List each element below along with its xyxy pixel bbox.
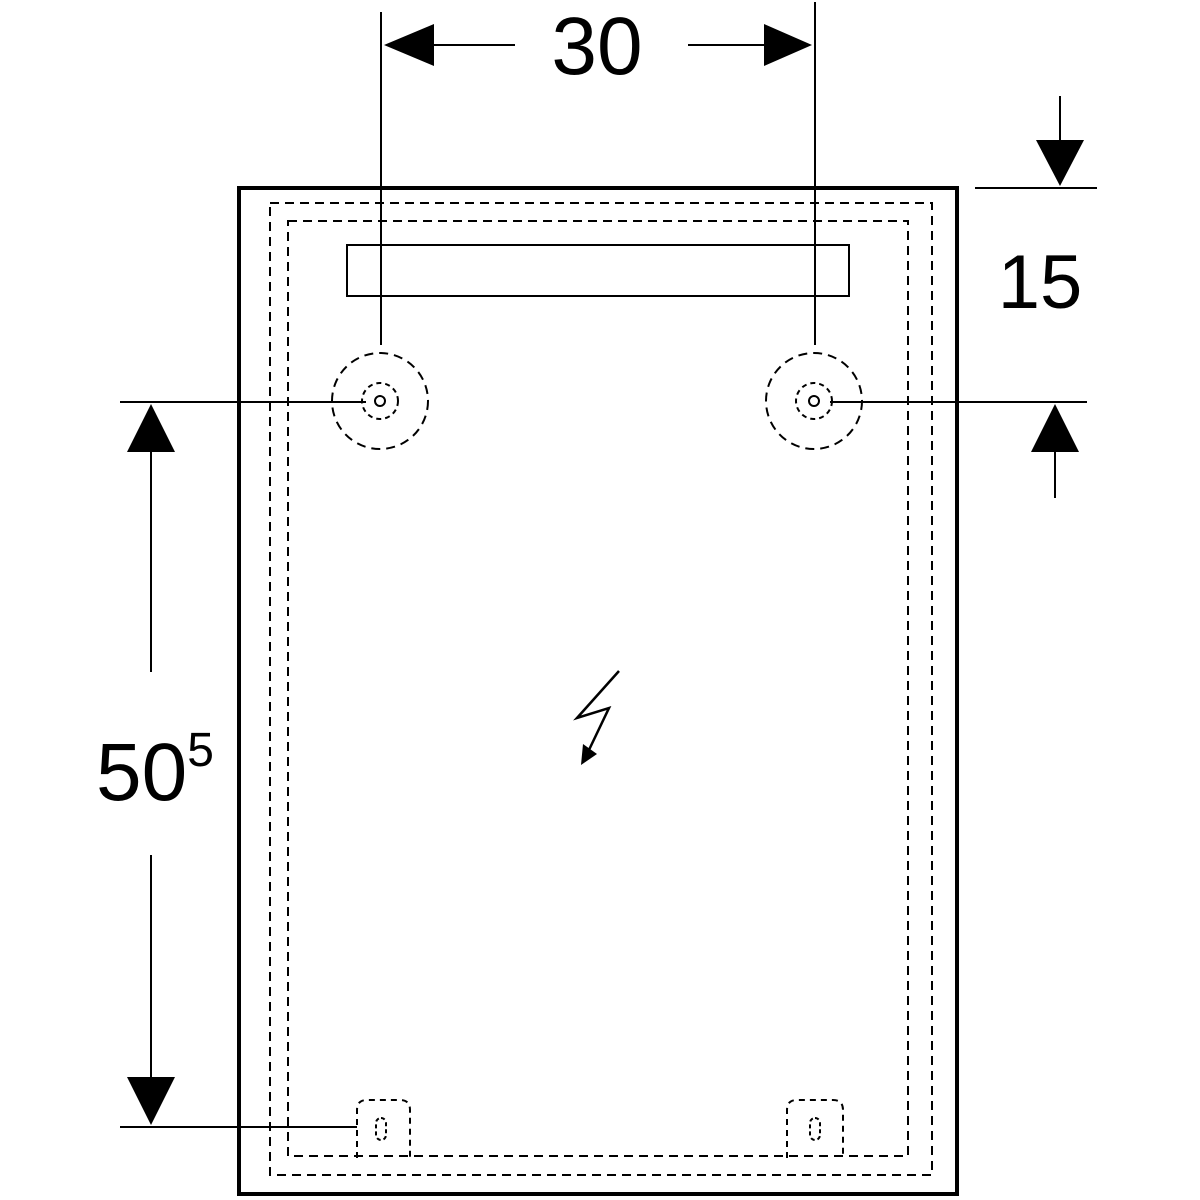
arrow-left-icon bbox=[384, 24, 434, 66]
arrow-down-icon bbox=[1036, 140, 1084, 186]
arrow-up-icon bbox=[127, 404, 175, 452]
dimension-top-width: 30 bbox=[384, 1, 812, 92]
bottom-bracket-left bbox=[356, 1099, 411, 1158]
outer-frame bbox=[237, 186, 959, 1196]
arrow-up-icon bbox=[1031, 404, 1079, 452]
bottom-bracket-right bbox=[786, 1099, 844, 1158]
dimension-label-left-sup: 5 bbox=[187, 724, 214, 777]
dimension-top-offset: 15 bbox=[830, 96, 1097, 498]
arrow-right-icon bbox=[764, 24, 812, 66]
dimension-label-left-main: 50 bbox=[96, 727, 187, 818]
dimension-left-height: 505 bbox=[96, 401, 366, 1128]
dashed-frame-inner bbox=[287, 220, 909, 1157]
arrow-down-icon bbox=[127, 1077, 175, 1125]
dimension-label-top: 30 bbox=[551, 1, 642, 92]
dimension-label-right: 15 bbox=[998, 240, 1083, 325]
dashed-frame-outer bbox=[269, 202, 933, 1176]
dimension-label-left: 505 bbox=[96, 724, 214, 818]
light-bar bbox=[346, 244, 850, 297]
lightning-bolt-icon bbox=[573, 670, 620, 765]
